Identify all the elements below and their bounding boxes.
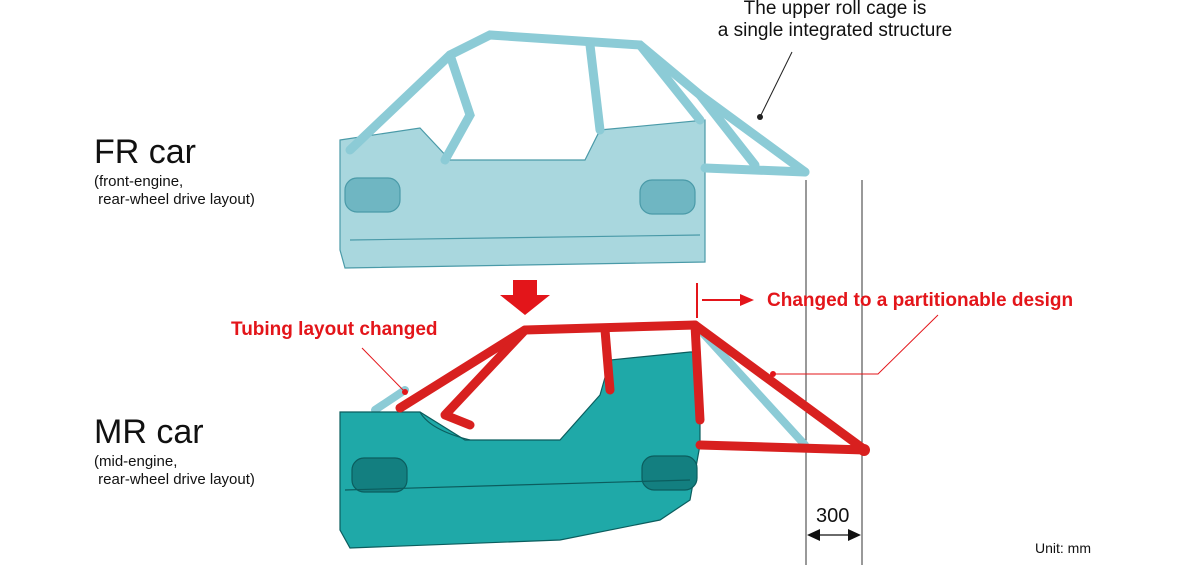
mr-car-subtitle-1: (mid-engine, <box>94 453 178 470</box>
right-arrow-icon <box>702 294 754 306</box>
leader-line-tubing <box>361 347 406 393</box>
dimension-value: 300 <box>816 505 850 527</box>
fr-car-drawing <box>339 30 810 269</box>
unit-label: Unit: mm <box>1035 540 1091 556</box>
down-arrow-icon <box>500 280 550 315</box>
mr-car-drawing <box>339 320 870 549</box>
annotation-line-1: The upper roll cage is <box>743 0 927 19</box>
leader-dot <box>757 114 763 120</box>
leader-line-top <box>759 51 793 118</box>
callout-partition: Changed to a partitionable design <box>767 290 1074 311</box>
annotation-line-2: a single integrated structure <box>717 20 953 41</box>
fr-car-subtitle-1: (front-engine, <box>94 173 184 190</box>
leader-line-partition <box>773 314 939 375</box>
leader-dot <box>402 389 408 395</box>
dimension-arrow <box>807 529 861 541</box>
fr-car-subtitle-2: rear-wheel drive layout) <box>94 191 255 208</box>
callout-tubing: Tubing layout changed <box>231 319 438 340</box>
annotation-top: The upper roll cage is a single integrat… <box>690 0 980 42</box>
fr-car-title: FR car <box>94 133 196 171</box>
mr-car-subtitle-2: rear-wheel drive layout) <box>94 471 255 488</box>
mr-car-title: MR car <box>94 413 204 451</box>
leader-dot <box>770 371 776 377</box>
